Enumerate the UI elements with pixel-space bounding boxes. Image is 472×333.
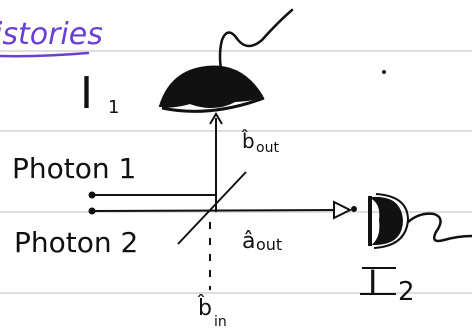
beam-splitter bbox=[177, 171, 247, 245]
right-arrow-icon bbox=[333, 200, 353, 220]
a-out-beam bbox=[91, 209, 341, 212]
title-underline bbox=[0, 51, 90, 58]
a-out-subscript: out bbox=[256, 235, 282, 254]
photon-2-label: Photon 2 bbox=[14, 226, 138, 259]
detector-1-wire bbox=[218, 8, 294, 77]
detector-1-subscript: 1 bbox=[108, 97, 119, 118]
photon-1-label: Photon 1 bbox=[12, 152, 136, 185]
detector-2 bbox=[368, 193, 472, 249]
detector-2-outline bbox=[373, 193, 410, 249]
b-in-subscript: in bbox=[214, 314, 227, 330]
up-arrow-icon bbox=[209, 112, 223, 125]
a-out-beam-end-dot bbox=[351, 206, 357, 212]
upward-beam bbox=[209, 112, 223, 212]
detector-2-subscript: 2 bbox=[398, 277, 415, 307]
detector-1 bbox=[158, 8, 294, 113]
detector-1-face bbox=[161, 96, 265, 113]
stray-dot bbox=[382, 70, 386, 74]
detector-2-body bbox=[368, 196, 404, 246]
page-title: istories bbox=[0, 17, 103, 52]
detector-2-wire bbox=[406, 212, 472, 243]
detector-1-body bbox=[158, 65, 264, 108]
b-out-label: b̂ bbox=[242, 129, 255, 153]
detector-1-label: I bbox=[80, 68, 93, 119]
b-out-subscript: out bbox=[256, 140, 279, 156]
a-out-label: â bbox=[242, 229, 255, 254]
b-in-label: b̂ bbox=[197, 295, 211, 321]
detector-2-label: I bbox=[368, 263, 377, 301]
